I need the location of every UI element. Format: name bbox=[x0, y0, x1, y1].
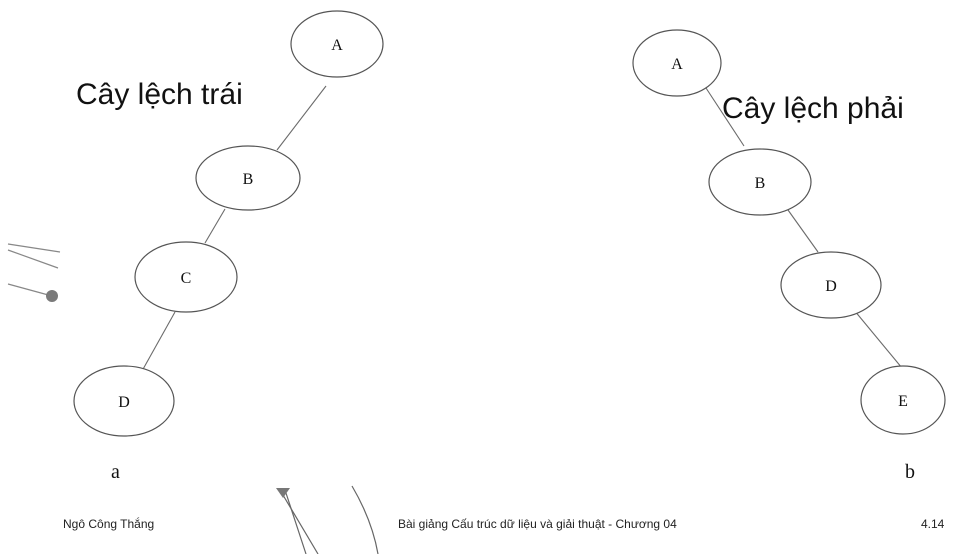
right-tree-sublabel: b bbox=[905, 461, 915, 483]
edge-a-b-left bbox=[276, 85, 327, 151]
left-tree-node-b: B bbox=[195, 145, 301, 211]
edge-b-d-right bbox=[787, 209, 819, 253]
left-tree-sublabel: a bbox=[111, 461, 120, 483]
svg-text:D: D bbox=[118, 394, 130, 411]
decorative-pen-strokes bbox=[7, 243, 61, 302]
right-tree-node-b: B bbox=[708, 148, 812, 216]
edge-b-c-left bbox=[204, 208, 226, 244]
left-tree-caption: Cây lệch trái bbox=[76, 78, 243, 111]
svg-text:B: B bbox=[755, 175, 766, 192]
right-tree-node-a: A bbox=[632, 29, 722, 97]
edge-d-e-right bbox=[853, 309, 903, 369]
pen-tip-icon bbox=[276, 488, 290, 498]
svg-text:E: E bbox=[898, 393, 908, 410]
edge-c-d-left bbox=[141, 311, 176, 372]
svg-text:B: B bbox=[243, 171, 254, 188]
svg-text:A: A bbox=[671, 56, 683, 73]
footer-course-title: Bài giảng Cấu trúc dữ liệu và giải thuật… bbox=[398, 517, 677, 531]
svg-text:A: A bbox=[331, 37, 343, 54]
footer-page-number: 4.14 bbox=[921, 517, 945, 531]
left-tree-node-d: D bbox=[73, 365, 175, 437]
decorative-dot-icon bbox=[46, 290, 58, 302]
svg-text:D: D bbox=[825, 278, 837, 295]
left-tree-node-c: C bbox=[134, 241, 238, 313]
left-tree-node-a: A bbox=[290, 10, 384, 78]
edge-a-b-right bbox=[705, 87, 745, 147]
footer-decoration bbox=[276, 485, 379, 554]
right-tree-node-d: D bbox=[780, 251, 882, 319]
footer-author: Ngô Công Thắng bbox=[63, 517, 155, 531]
right-tree-caption: Cây lệch phải bbox=[722, 92, 904, 125]
right-tree-edges bbox=[705, 87, 903, 369]
right-tree-node-e: E bbox=[860, 365, 946, 435]
svg-text:C: C bbox=[181, 270, 192, 287]
left-tree-edges bbox=[141, 85, 327, 372]
